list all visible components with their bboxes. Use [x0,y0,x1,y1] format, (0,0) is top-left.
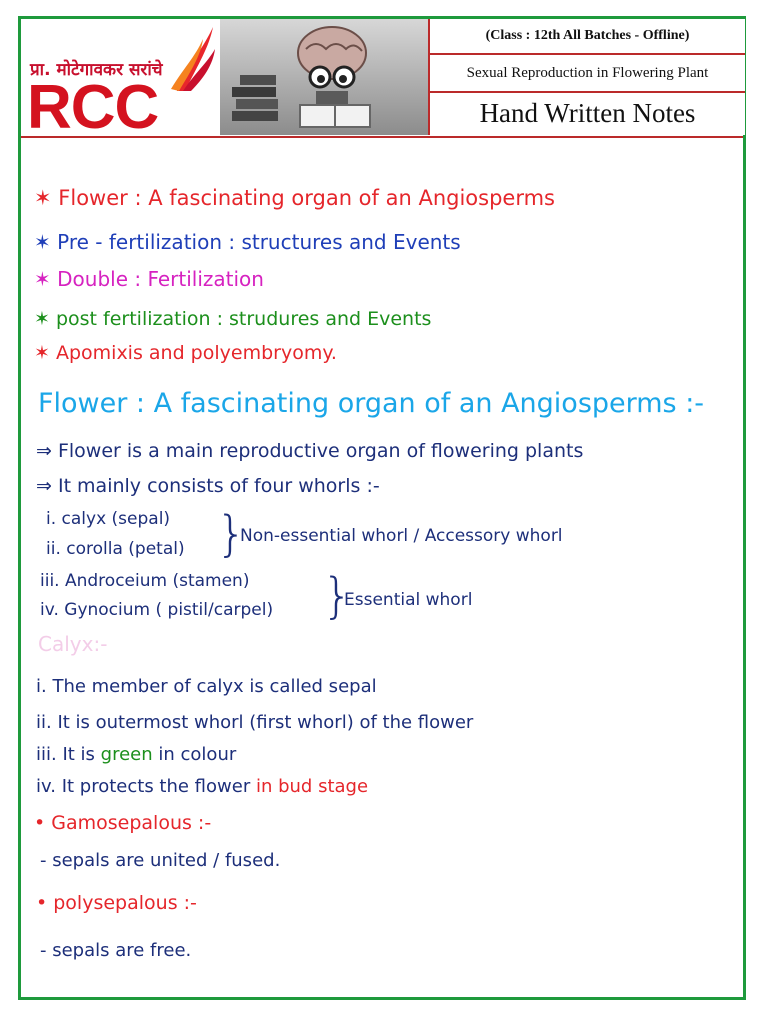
batch-label: (Class : 12th All Batches - Offline) [430,19,745,55]
calyx-point-4: iv. It protects the flower in bud stage [36,776,369,797]
index-item-prefertilization: ✶ Pre - fertilization : structures and E… [34,230,461,254]
whorl-corolla: ii. corolla (petal) [46,539,185,559]
logo: प्रा. मोटेगावकर सरांचे RCC [21,19,218,139]
header: प्रा. मोटेगावकर सरांचे RCC (Class : 12th… [21,19,745,139]
flame-swoosh-icon [171,27,215,91]
logo-marathi-text: प्रा. मोटेगावकर सरांचे [30,60,163,80]
brain-reading-books-illustration [220,19,428,135]
essential-label: Essential whorl [344,590,473,610]
brace-essential: } [322,568,353,624]
header-divider [21,136,743,138]
index-item-flower: ✶ Flower : A fascinating organ of an Ang… [34,186,555,210]
brace-nonessential: } [216,506,247,562]
green-star-bullet: ✶ [34,308,56,330]
polysepalous-text: - sepals are free. [40,940,192,961]
topic-label: Sexual Reproduction in Flowering Plant [430,55,745,93]
notes-title: Hand Written Notes [479,97,696,128]
red-star-bullet: ✶ [34,186,59,210]
calyx-faint-heading: Calyx:- [38,632,108,656]
bud-stage-text: in bud stage [255,776,369,797]
calyx-point-3: iii. It is green in colour [36,744,237,765]
red-star-bullet: ✶ [34,342,56,364]
header-info: (Class : 12th All Batches - Offline) Sex… [428,19,745,135]
nonessential-label: Non-essential whorl / Accessory whorl [240,526,563,546]
index-item-double-fertilization: ✶ Double : Fertilization [34,267,264,291]
flower-definition: ⇒ Flower is a main reproductive organ of… [36,440,584,462]
index-item-post-fertilization: ✶ post fertilization : strudures and Eve… [34,308,432,330]
whorl-androecium: iii. Androceium (stamen) [40,571,250,591]
green-word: green [100,744,153,765]
logo-rcc-text: RCC [27,73,159,142]
section-heading: Flower : A fascinating organ of an Angio… [38,388,705,419]
polysepalous-heading: • polysepalous :- [36,892,197,914]
index-item-apomixis: ✶ Apomixis and polyembryomy. [34,342,337,364]
calyx-point-2: ii. It is outermost whorl (first whorl) … [36,712,474,733]
four-whorls-line: ⇒ It mainly consists of four whorls :- [36,475,380,497]
whorl-calyx: i. calyx (sepal) [46,509,171,529]
blue-star-bullet: ✶ [34,230,58,254]
gamosepalous-heading: • Gamosepalous :- [34,812,212,834]
magenta-star-bullet: ✶ [34,267,58,291]
page-border [18,16,746,1000]
gamosepalous-text: - sepals are united / fused. [40,850,281,871]
whorl-gynoecium: iv. Gynocium ( pistil/carpel) [40,600,274,620]
brain-icon [232,26,371,128]
calyx-point-1: i. The member of calyx is called sepal [36,676,377,697]
